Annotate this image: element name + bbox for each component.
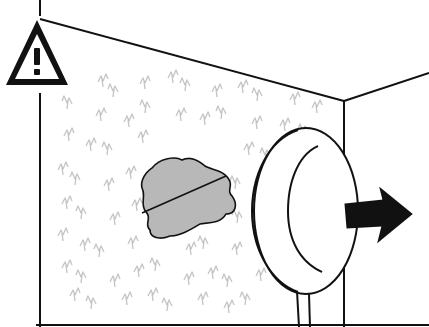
vent-hood — [252, 128, 358, 327]
lint-squiggle — [230, 176, 240, 189]
vent-pipe-right — [309, 294, 310, 327]
lint-squiggle — [280, 118, 290, 131]
lint-squiggle — [86, 138, 96, 151]
lint-squiggle — [122, 292, 132, 305]
lint-squiggle — [132, 198, 142, 211]
lint-squiggle — [312, 100, 322, 113]
lint-squiggle — [208, 266, 218, 279]
lint-squiggle — [148, 288, 158, 301]
lint-squiggle — [80, 238, 90, 251]
lint-squiggle — [124, 114, 134, 127]
lint-squiggle — [94, 244, 104, 257]
lint-squiggle — [256, 268, 266, 281]
lint-squiggle — [140, 76, 150, 89]
lint-clump — [142, 158, 236, 238]
lint-squiggle — [110, 212, 120, 225]
lint-squiggle — [240, 292, 250, 305]
lint-squiggle — [168, 70, 178, 83]
lint-squiggle — [162, 298, 172, 311]
lint-squiggle — [252, 116, 262, 129]
lint-squiggle — [176, 108, 186, 121]
lint-squiggle — [64, 128, 74, 141]
lint-squiggle — [70, 288, 80, 301]
room-lines — [36, 0, 429, 327]
ceiling-line-left — [40, 19, 344, 101]
lint-squiggle — [102, 142, 112, 155]
lint-squiggle — [222, 274, 232, 287]
lint-squiggle — [184, 272, 194, 285]
lint-squiggle — [140, 100, 150, 113]
lint-squiggle — [186, 242, 196, 255]
lint-squiggle — [290, 92, 300, 105]
lint-squiggle — [98, 74, 108, 87]
lint-squiggle — [138, 130, 148, 143]
lint-squiggle — [216, 106, 226, 119]
lint-squiggle — [76, 270, 86, 283]
lint-squiggle — [200, 112, 210, 125]
lint-squiggle — [134, 264, 144, 277]
lint-squiggle — [110, 274, 120, 287]
lint-squiggle — [224, 300, 234, 313]
lint-squiggle — [180, 78, 190, 91]
lint-squiggle — [108, 84, 118, 97]
lint-squiggle — [238, 80, 248, 93]
lint-squiggle — [86, 296, 96, 309]
warning-exclamation-dot — [34, 69, 40, 75]
vent-pipe-left — [297, 291, 299, 327]
lint-squiggle — [232, 242, 242, 255]
lint-squiggle — [252, 88, 262, 101]
lint-clump-shape — [142, 158, 236, 238]
lint-squiggle — [62, 96, 72, 109]
lint-squiggle — [126, 166, 136, 179]
lint-squiggle — [150, 258, 160, 271]
warning-exclamation-bar — [34, 48, 40, 65]
lint-squiggle — [198, 236, 208, 249]
lint-squiggle — [198, 292, 208, 305]
lint-squiggle — [96, 108, 106, 121]
lint-squiggle — [62, 196, 72, 209]
lint-squiggle — [70, 172, 80, 185]
lint-squiggle — [244, 142, 254, 155]
lint-squiggle — [62, 260, 72, 273]
lint-squiggle — [128, 236, 138, 249]
lint-squiggle — [76, 206, 86, 219]
lint-squiggle — [212, 84, 222, 97]
ceiling-line-right — [344, 73, 429, 101]
lint-squiggle — [58, 228, 68, 241]
lint-squiggle — [58, 162, 68, 175]
lint-squiggle — [104, 178, 114, 191]
warning-triangle-exclamation-icon — [6, 20, 68, 85]
